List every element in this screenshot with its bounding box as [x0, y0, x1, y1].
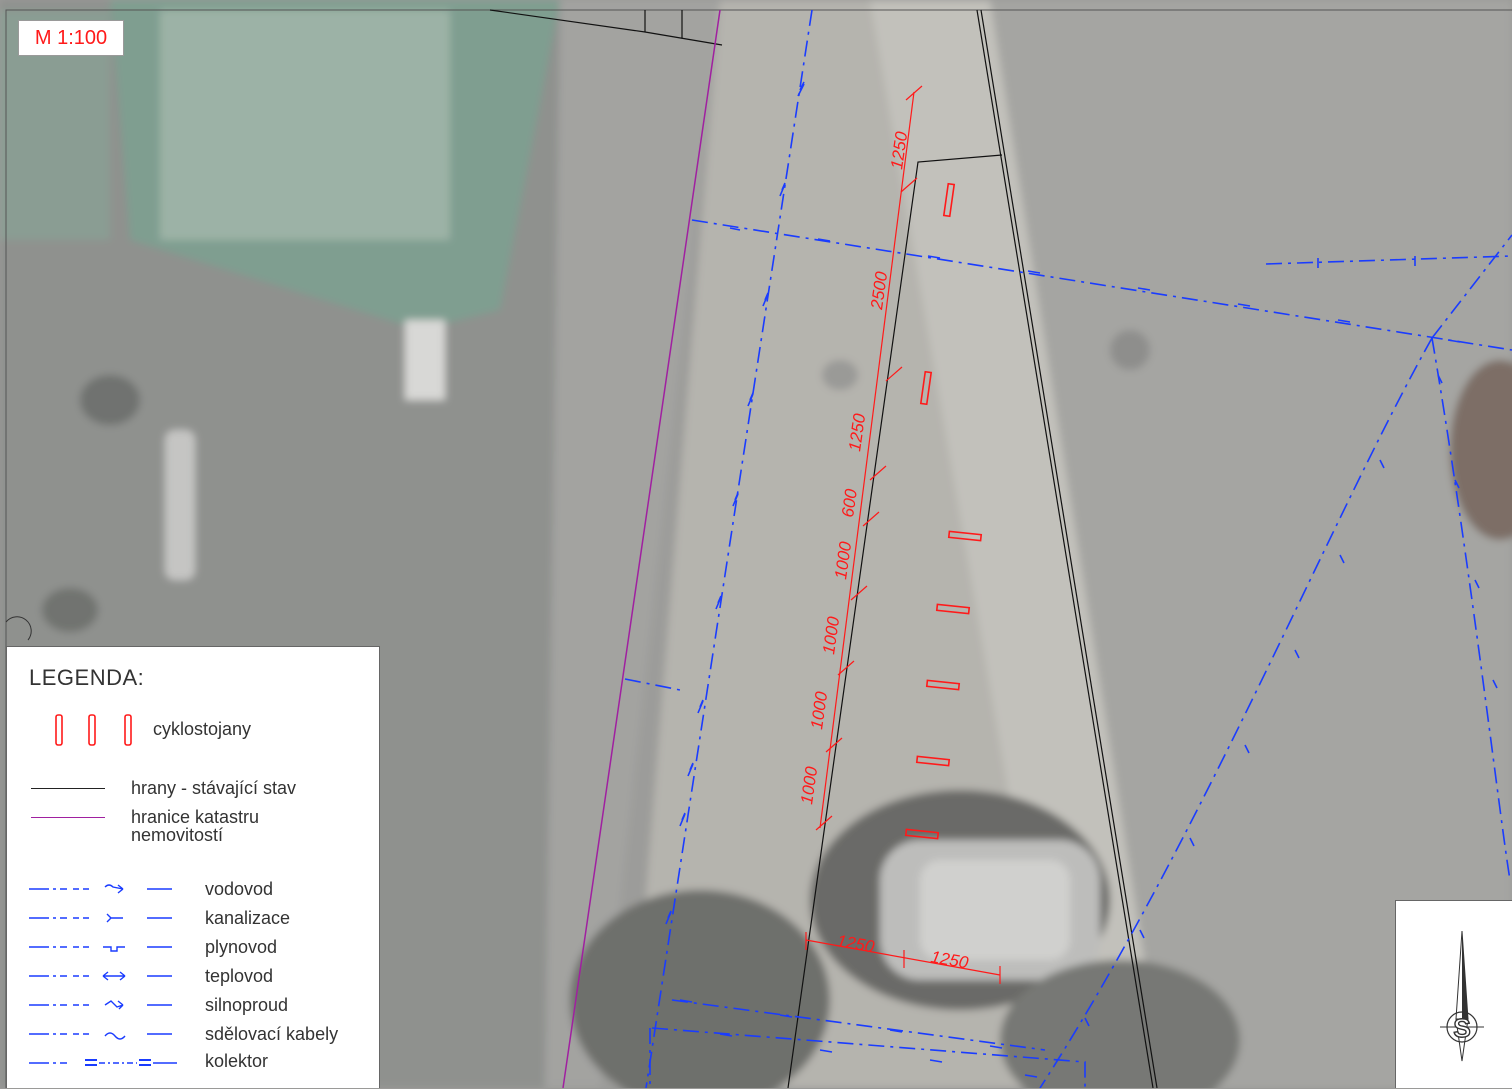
scale-label: M 1:100 — [18, 20, 124, 56]
utility-lines — [624, 9, 1512, 1088]
legend-utility-symbols — [29, 884, 177, 1066]
utility-symbols — [665, 81, 1498, 1078]
power-line-symbol — [29, 1000, 172, 1010]
legend-cadastre-line — [31, 817, 105, 818]
bike-racks — [904, 182, 983, 840]
legend-water: vodovod — [205, 879, 274, 899]
heating-line-symbol — [29, 971, 172, 981]
collector-line-symbol — [29, 1059, 177, 1066]
dimension-label: 600 — [838, 487, 861, 518]
compass-panel: S — [1395, 900, 1512, 1088]
legend-collector: kolektor — [205, 1051, 269, 1071]
legend-cadastre-line1: hranice katastru — [131, 807, 260, 827]
legend-cadastre-line2: nemovitostí — [131, 825, 224, 845]
bike-rack-symbols — [55, 714, 132, 746]
legend-sewer: kanalizace — [205, 908, 291, 928]
dimension-lines — [805, 85, 1001, 984]
legend-existing-edges: hrany - stávající stav — [131, 778, 297, 798]
water-line-symbol — [29, 884, 172, 894]
existing-edges — [489, 9, 1158, 1088]
map-border-notch — [5, 616, 32, 641]
legend-panel: LEGENDA: cyklostojany hrany - stávající … — [6, 646, 380, 1088]
sewer-line-symbol — [29, 913, 172, 923]
legend-power: silnoproud — [205, 995, 289, 1015]
cadastre-boundary — [562, 9, 721, 1088]
legend-heating: teplovod — [205, 966, 274, 986]
compass-letter: S — [1453, 1013, 1470, 1043]
legend-title: LEGENDA: — [29, 665, 145, 690]
north-arrow-icon: S — [1440, 930, 1484, 1062]
gas-line-symbol — [29, 946, 172, 952]
legend-edge-line — [31, 788, 105, 789]
legend-bike-racks: cyklostojany — [153, 719, 252, 739]
legend-gas: plynovod — [205, 937, 278, 957]
telecom-line-symbol — [29, 1032, 172, 1040]
legend-telecom: sdělovací kabely — [205, 1024, 339, 1044]
